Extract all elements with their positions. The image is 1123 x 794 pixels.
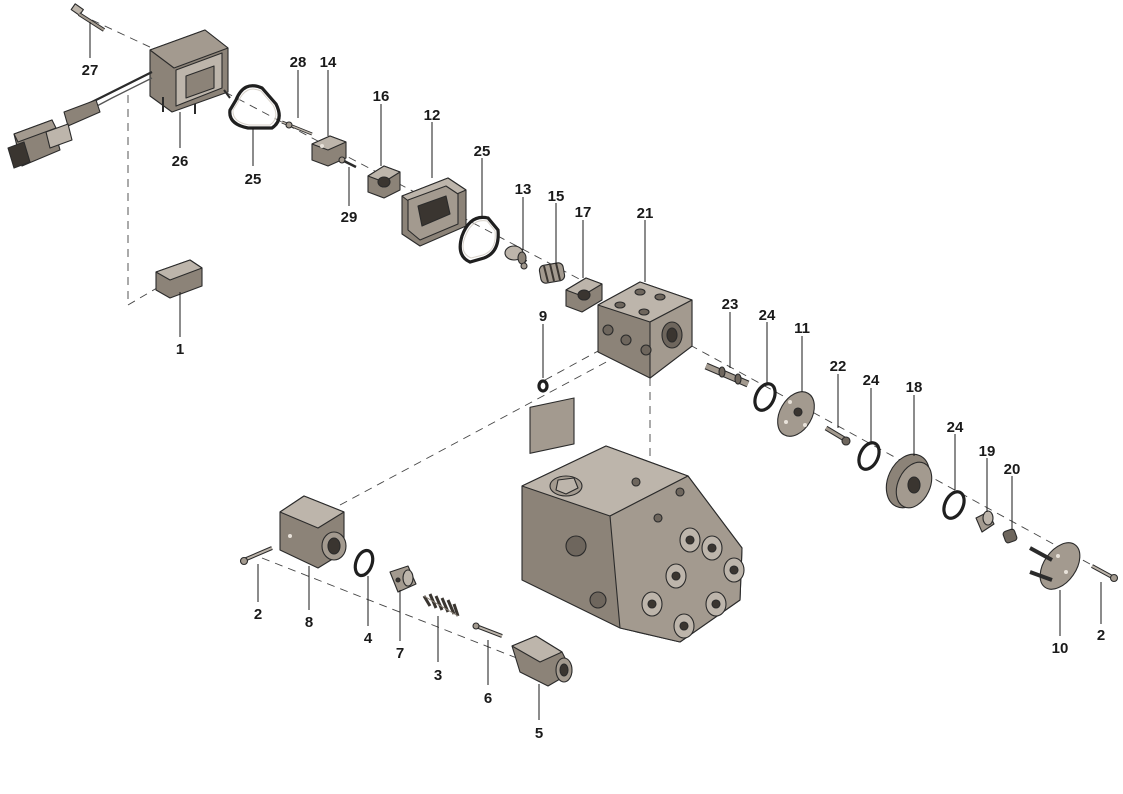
callout-23: 23	[722, 296, 739, 313]
callout-6: 6	[484, 690, 492, 707]
callout-1: 1	[176, 341, 184, 358]
part-oring-4	[353, 548, 375, 578]
callout-8: 8	[305, 614, 313, 631]
callout-28: 28	[290, 54, 307, 71]
part-spring-15	[538, 262, 566, 284]
part-main-pump-body	[521, 397, 745, 643]
callout-17: 17	[575, 204, 592, 221]
callout-20: 20	[1004, 461, 1021, 478]
callout-16: 16	[373, 88, 390, 105]
callout-22: 22	[830, 358, 847, 375]
part-flange-17	[565, 277, 603, 313]
callout-26: 26	[172, 153, 189, 170]
callout-29: 29	[341, 209, 358, 226]
callout-24b: 24	[863, 372, 880, 389]
part-actuator-housing-26	[7, 29, 231, 169]
part-bolt-27	[70, 3, 106, 32]
part-block-14	[311, 135, 347, 167]
callout-14: 14	[320, 54, 337, 71]
part-valve-body-8	[279, 495, 347, 569]
part-seal-25b	[458, 215, 500, 264]
callout-24a: 24	[759, 307, 776, 324]
callout-9: 9	[539, 308, 547, 325]
callout-2b: 2	[1097, 627, 1105, 644]
part-seal-25a	[228, 84, 281, 130]
part-seal-24c	[942, 490, 966, 520]
callout-13: 13	[515, 181, 532, 198]
part-screw-29	[338, 156, 357, 169]
part-cover-11	[777, 391, 815, 437]
part-plate-16	[367, 165, 401, 199]
callout-10: 10	[1052, 640, 1069, 657]
leader-lines	[89, 22, 1102, 720]
callout-24c: 24	[947, 419, 964, 436]
part-pin-6	[472, 622, 503, 638]
part-seal-24a	[753, 382, 777, 412]
part-bolt-2a	[239, 546, 273, 566]
part-valve-block-21	[597, 281, 693, 379]
callout-27: 27	[82, 62, 99, 79]
part-poppet-13	[504, 245, 528, 270]
part-spool-23	[704, 362, 750, 388]
part-sleeve-7	[389, 565, 417, 593]
callout-19: 19	[979, 443, 996, 460]
callout-25b: 25	[474, 143, 491, 160]
part-oring-9	[537, 379, 549, 393]
callout-15: 15	[548, 188, 565, 205]
part-frame-12	[401, 177, 467, 247]
part-seal-24b	[857, 441, 881, 471]
part-plug-22	[824, 425, 851, 446]
part-pin-28	[281, 120, 313, 136]
part-spring-20	[1002, 528, 1018, 544]
callout-5: 5	[535, 725, 543, 742]
part-fitting-5	[511, 635, 573, 687]
callout-25a: 25	[245, 171, 262, 188]
callout-4: 4	[364, 630, 373, 647]
part-spring-3	[422, 593, 460, 617]
part-housing-18	[885, 453, 933, 509]
callout-12: 12	[424, 107, 441, 124]
part-connector-1	[155, 259, 203, 299]
part-bolt-2b	[1091, 564, 1119, 583]
part-end-cap-10	[1029, 542, 1081, 590]
callout-7: 7	[396, 645, 404, 662]
callout-21: 21	[637, 205, 654, 222]
callout-11: 11	[794, 320, 810, 337]
callout-3: 3	[434, 667, 442, 684]
callout-numbers: 27 28 14 16 12 26 25 29 25 13 15 17 21 1…	[82, 54, 1106, 742]
part-bushing-19	[975, 510, 995, 533]
callout-2a: 2	[254, 606, 262, 623]
callout-18: 18	[906, 379, 923, 396]
